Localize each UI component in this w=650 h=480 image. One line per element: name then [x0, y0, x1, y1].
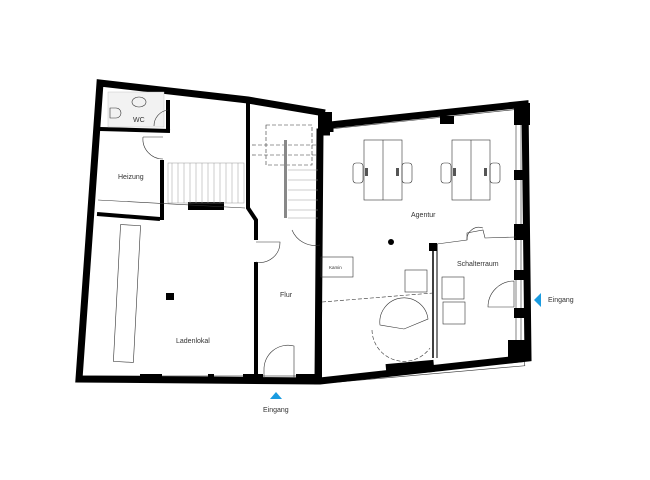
doors	[142, 136, 515, 378]
room-labels: WC Heizung Ladenlokal Flur Kamin Agentur…	[118, 117, 499, 345]
wc-fixtures	[107, 91, 169, 128]
room-label-kamin: Kamin	[329, 265, 342, 270]
furniture	[113, 139, 501, 363]
room-label-flur: Flur	[280, 292, 293, 299]
room-label-schalterraum: Schalterraum	[457, 261, 499, 268]
entrance-label: Eingang	[548, 297, 574, 304]
entrance-arrow-icon	[534, 293, 541, 307]
entrance-right: Eingang	[534, 293, 574, 307]
windows	[81, 104, 526, 383]
interior-walls	[96, 100, 517, 378]
entrance-label: Eingang	[263, 407, 289, 414]
stairs	[167, 124, 434, 362]
room-label-wc: WC	[133, 117, 145, 124]
entrance-arrow-icon	[270, 392, 282, 399]
entrance-bottom: Eingang	[263, 392, 289, 414]
outer-walls	[75, 79, 532, 385]
room-label-agentur: Agentur	[411, 212, 436, 219]
room-label-heizung: Heizung	[118, 174, 144, 181]
room-label-ladenlokal: Ladenlokal	[176, 338, 210, 345]
